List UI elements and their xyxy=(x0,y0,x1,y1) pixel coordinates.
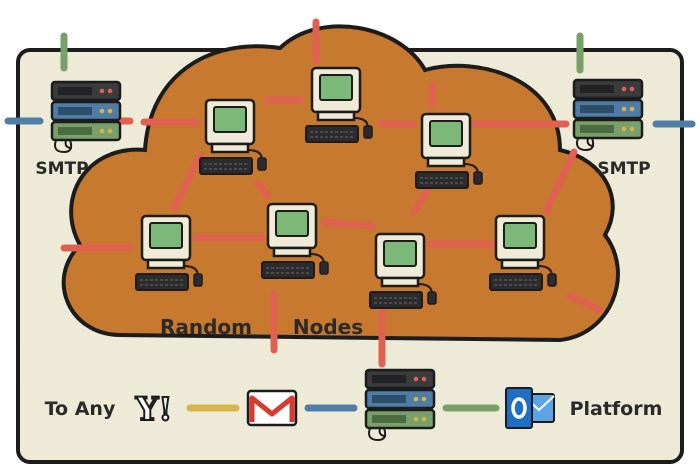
cloud-label-random: Random xyxy=(160,315,252,339)
gmail-logo-icon xyxy=(246,389,298,427)
to-any-label: To Any xyxy=(45,398,116,420)
smtp-label-left: SMTP xyxy=(35,159,88,179)
svg-text:Y!: Y! xyxy=(135,390,173,428)
smtp-label-right: SMTP xyxy=(597,159,650,179)
platform-label: Platform xyxy=(570,398,663,420)
cloud-label-nodes: Nodes xyxy=(293,315,363,339)
cloud-links xyxy=(60,18,604,368)
yahoo-logo-icon: Y! xyxy=(134,389,174,429)
cloud-shape xyxy=(61,24,620,343)
outlook-logo-icon xyxy=(505,387,555,429)
